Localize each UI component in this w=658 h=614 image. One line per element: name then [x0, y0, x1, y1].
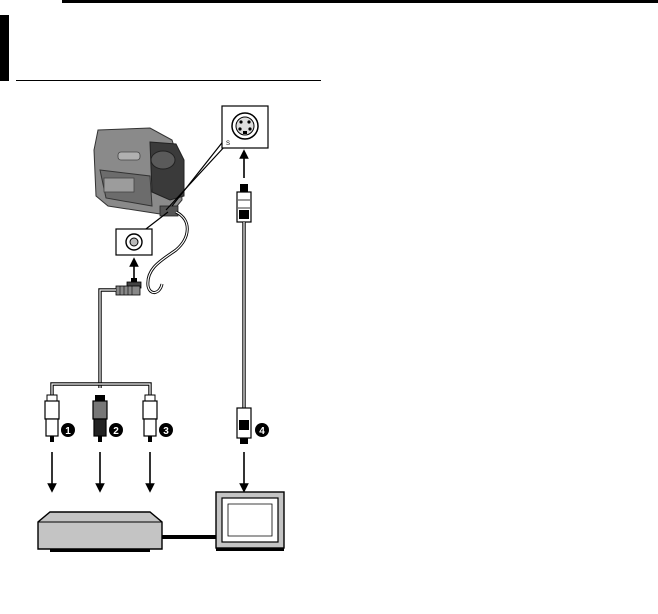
s-video-plug-top	[237, 184, 251, 222]
badge-1: 1	[61, 423, 75, 437]
camcorder-cable	[148, 212, 187, 293]
av-cable	[52, 290, 150, 395]
av-port-icon	[116, 229, 152, 255]
connection-diagram: S	[0, 95, 658, 614]
rca-plug-2	[93, 395, 107, 442]
tv-icon	[216, 492, 284, 551]
av-plug	[116, 278, 141, 295]
section-tab	[0, 15, 9, 81]
section-title-rule	[16, 80, 321, 81]
rca-plug-3	[143, 395, 157, 442]
badge-4: 4	[255, 423, 269, 437]
badge-3-label: 3	[163, 426, 169, 437]
rca-plug-1	[45, 395, 59, 442]
camcorder-icon	[94, 128, 184, 216]
vcr-icon	[38, 512, 162, 552]
header-rule	[62, 0, 658, 3]
s-video-port-icon: S	[222, 106, 268, 148]
s-video-plug-bottom	[237, 408, 251, 444]
s-port-label: S	[226, 141, 230, 147]
badge-2-label: 2	[113, 426, 119, 437]
badge-3: 3	[159, 423, 173, 437]
badge-2: 2	[109, 423, 123, 437]
badge-1-label: 1	[65, 426, 71, 437]
badge-4-label: 4	[259, 426, 265, 437]
